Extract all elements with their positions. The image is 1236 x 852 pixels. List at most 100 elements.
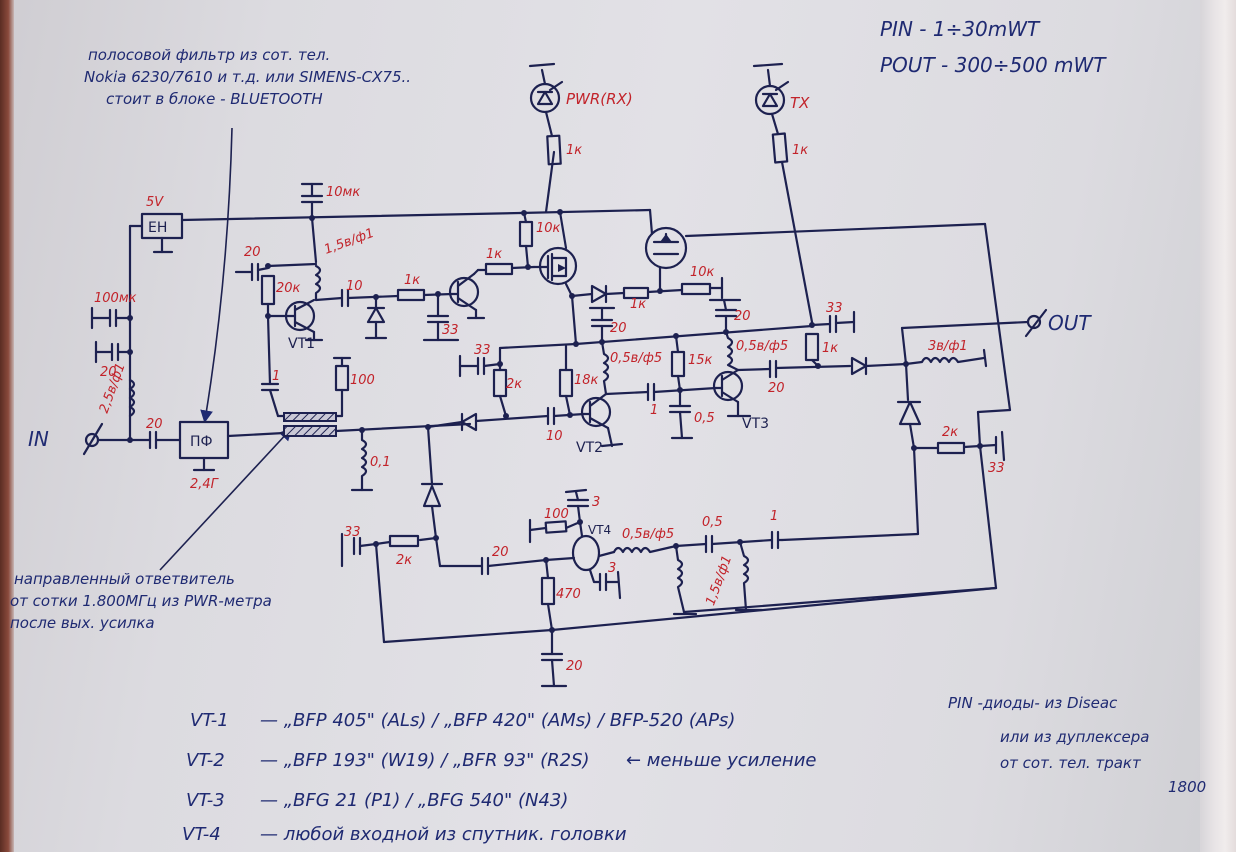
- led-tx-label: TX: [790, 94, 810, 112]
- svg-text:10к: 10к: [690, 265, 715, 280]
- mosfet-tx: [644, 226, 688, 270]
- svg-text:20: 20: [100, 365, 117, 380]
- paper-edge-left: [0, 0, 14, 852]
- led-pwr: [528, 62, 564, 114]
- svg-text:от сот. тел. тракт: от сот. тел. тракт: [1000, 754, 1142, 772]
- svg-text:10к: 10к: [536, 221, 561, 236]
- svg-text:20: 20: [734, 309, 751, 324]
- svg-text:ПФ: ПФ: [190, 434, 213, 450]
- svg-text:1к: 1к: [630, 297, 646, 312]
- svg-text:направленный ответвитель: направленный ответвитель: [14, 570, 235, 588]
- svg-text:0,5: 0,5: [702, 515, 723, 530]
- svg-text:VT4: VT4: [588, 523, 611, 537]
- svg-text:1к: 1к: [486, 247, 502, 262]
- voltage-regulator: ЕН 5V: [140, 195, 184, 254]
- svg-text:после вых. усилка: после вых. усилка: [10, 614, 155, 632]
- svg-text:ЕН: ЕН: [148, 220, 167, 236]
- svg-text:0,5в/ф5: 0,5в/ф5: [622, 527, 674, 542]
- transistor-switch: [448, 272, 486, 320]
- svg-text:VT2: VT2: [576, 440, 603, 456]
- svg-text:10: 10: [546, 429, 563, 444]
- svg-text:или из дуплексера: или из дуплексера: [1000, 728, 1149, 746]
- led-pwr-label: PWR(RX): [566, 90, 633, 108]
- svg-text:VT-1: VT-1: [190, 710, 229, 731]
- svg-text:1: 1: [650, 403, 658, 418]
- svg-text:100: 100: [544, 507, 569, 522]
- svg-text:2,4Г: 2,4Г: [190, 477, 220, 492]
- bandpass-filter-block: ПФ 2,4Г: [178, 420, 230, 492]
- svg-text:PIN -диоды- из Diseac: PIN -диоды- из Diseac: [948, 694, 1118, 712]
- svg-text:— любой входной из спутник. го: — любой входной из спутник. головки: [260, 824, 627, 845]
- svg-text:470: 470: [556, 587, 581, 602]
- svg-text:33: 33: [988, 461, 1005, 476]
- note-pin-diodes: PIN -диоды- из Diseac или из дуплексера …: [948, 694, 1206, 796]
- svg-text:20: 20: [244, 245, 261, 260]
- output-terminal: [1024, 308, 1048, 338]
- svg-text:33: 33: [826, 301, 843, 316]
- svg-text:10мк: 10мк: [326, 185, 360, 200]
- svg-text:— „BFP 193" (W19) / „BFR 93" (: — „BFP 193" (W19) / „BFR 93" (R2S): [260, 750, 590, 771]
- transistor-vt1: VT1: [266, 298, 324, 352]
- note-arrow-coupler: [159, 427, 293, 571]
- note-arrow-filter: [200, 127, 233, 424]
- svg-text:0,1: 0,1: [370, 455, 391, 470]
- svg-text:1к: 1к: [822, 341, 838, 356]
- svg-text:VT1: VT1: [288, 336, 315, 352]
- svg-text:стоит в блоке - BLUETOOTH: стоит в блоке - BLUETOOTH: [106, 90, 323, 108]
- parts-list: VT-1 — „BFP 405" (ALs) / „BFP 420" (AMs)…: [182, 710, 816, 845]
- svg-text:от сотки 1.800МГц из PWR-метра: от сотки 1.800МГц из PWR-метра: [10, 592, 272, 610]
- directional-coupler: [283, 412, 337, 437]
- svg-text:20: 20: [768, 381, 785, 396]
- svg-text:VT-4: VT-4: [182, 824, 221, 845]
- svg-text:VT3: VT3: [742, 416, 769, 432]
- note-bandpass-filter: полосовой фильтр из сот. тел. Nokia 6230…: [84, 46, 411, 108]
- svg-text:2к: 2к: [396, 553, 412, 568]
- svg-text:33: 33: [474, 343, 491, 358]
- spec-pout: POUT - 300÷500 mWT: [880, 53, 1107, 77]
- svg-text:0,5: 0,5: [694, 411, 715, 426]
- svg-text:20: 20: [492, 545, 509, 560]
- svg-text:3в/ф1: 3в/ф1: [928, 339, 968, 354]
- svg-text:полосовой фильтр из сот. тел.: полосовой фильтр из сот. тел.: [88, 46, 330, 64]
- svg-text:3: 3: [592, 495, 600, 510]
- svg-text:1,5в/ф1: 1,5в/ф1: [703, 554, 735, 608]
- transistor-vt3: VT3: [712, 368, 769, 432]
- mosfet-pwr: [532, 246, 578, 286]
- svg-text:33: 33: [442, 323, 459, 338]
- svg-text:— „BFP 405" (ALs) / „BFP 420": — „BFP 405" (ALs) / „BFP 420" (AMs) / BF…: [260, 710, 735, 731]
- note-directional-coupler: направленный ответвитель от сотки 1.800М…: [10, 570, 272, 632]
- transistor-vt2: VT2: [576, 392, 624, 456]
- svg-text:15к: 15к: [688, 353, 713, 368]
- svg-text:100: 100: [350, 373, 375, 388]
- svg-text:2к: 2к: [942, 425, 958, 440]
- svg-text:10: 10: [346, 279, 363, 294]
- paper-edge-right: [1200, 0, 1236, 852]
- spec-pin: PIN - 1÷30mWT: [880, 17, 1041, 41]
- svg-text:33: 33: [344, 525, 361, 540]
- svg-text:1,5в/ф1: 1,5в/ф1: [322, 226, 376, 258]
- parts-list-item: VT-2 — „BFP 193" (W19) / „BFR 93" (R2S) …: [186, 750, 816, 771]
- svg-text:0,5в/ф5: 0,5в/ф5: [736, 339, 788, 354]
- svg-text:3: 3: [608, 561, 616, 576]
- svg-text:2к: 2к: [506, 377, 522, 392]
- parts-list-item: VT-4 — любой входной из спутник. головки: [182, 824, 627, 845]
- svg-text:— „BFG 21 (P1) / „BFG 540" (N4: — „BFG 21 (P1) / „BFG 540" (N43): [260, 790, 568, 811]
- svg-text:20: 20: [566, 659, 583, 674]
- svg-text:20к: 20к: [276, 281, 301, 296]
- svg-text:18к: 18к: [574, 373, 599, 388]
- svg-text:VT-2: VT-2: [186, 750, 225, 771]
- svg-text:1к: 1к: [792, 143, 808, 158]
- transistor-vt4: VT4: [571, 523, 611, 572]
- svg-text:100мк: 100мк: [94, 291, 137, 306]
- svg-text:0,5в/ф5: 0,5в/ф5: [610, 351, 662, 366]
- svg-text:VT-3: VT-3: [186, 790, 225, 811]
- svg-text:20: 20: [146, 417, 163, 432]
- input-label: IN: [28, 427, 49, 451]
- led-tx: [752, 62, 790, 116]
- svg-text:5V: 5V: [146, 195, 164, 210]
- parts-list-item: VT-1 — „BFP 405" (ALs) / „BFP 420" (AMs)…: [190, 710, 735, 731]
- svg-text:1: 1: [272, 369, 280, 384]
- svg-text:1: 1: [770, 509, 778, 524]
